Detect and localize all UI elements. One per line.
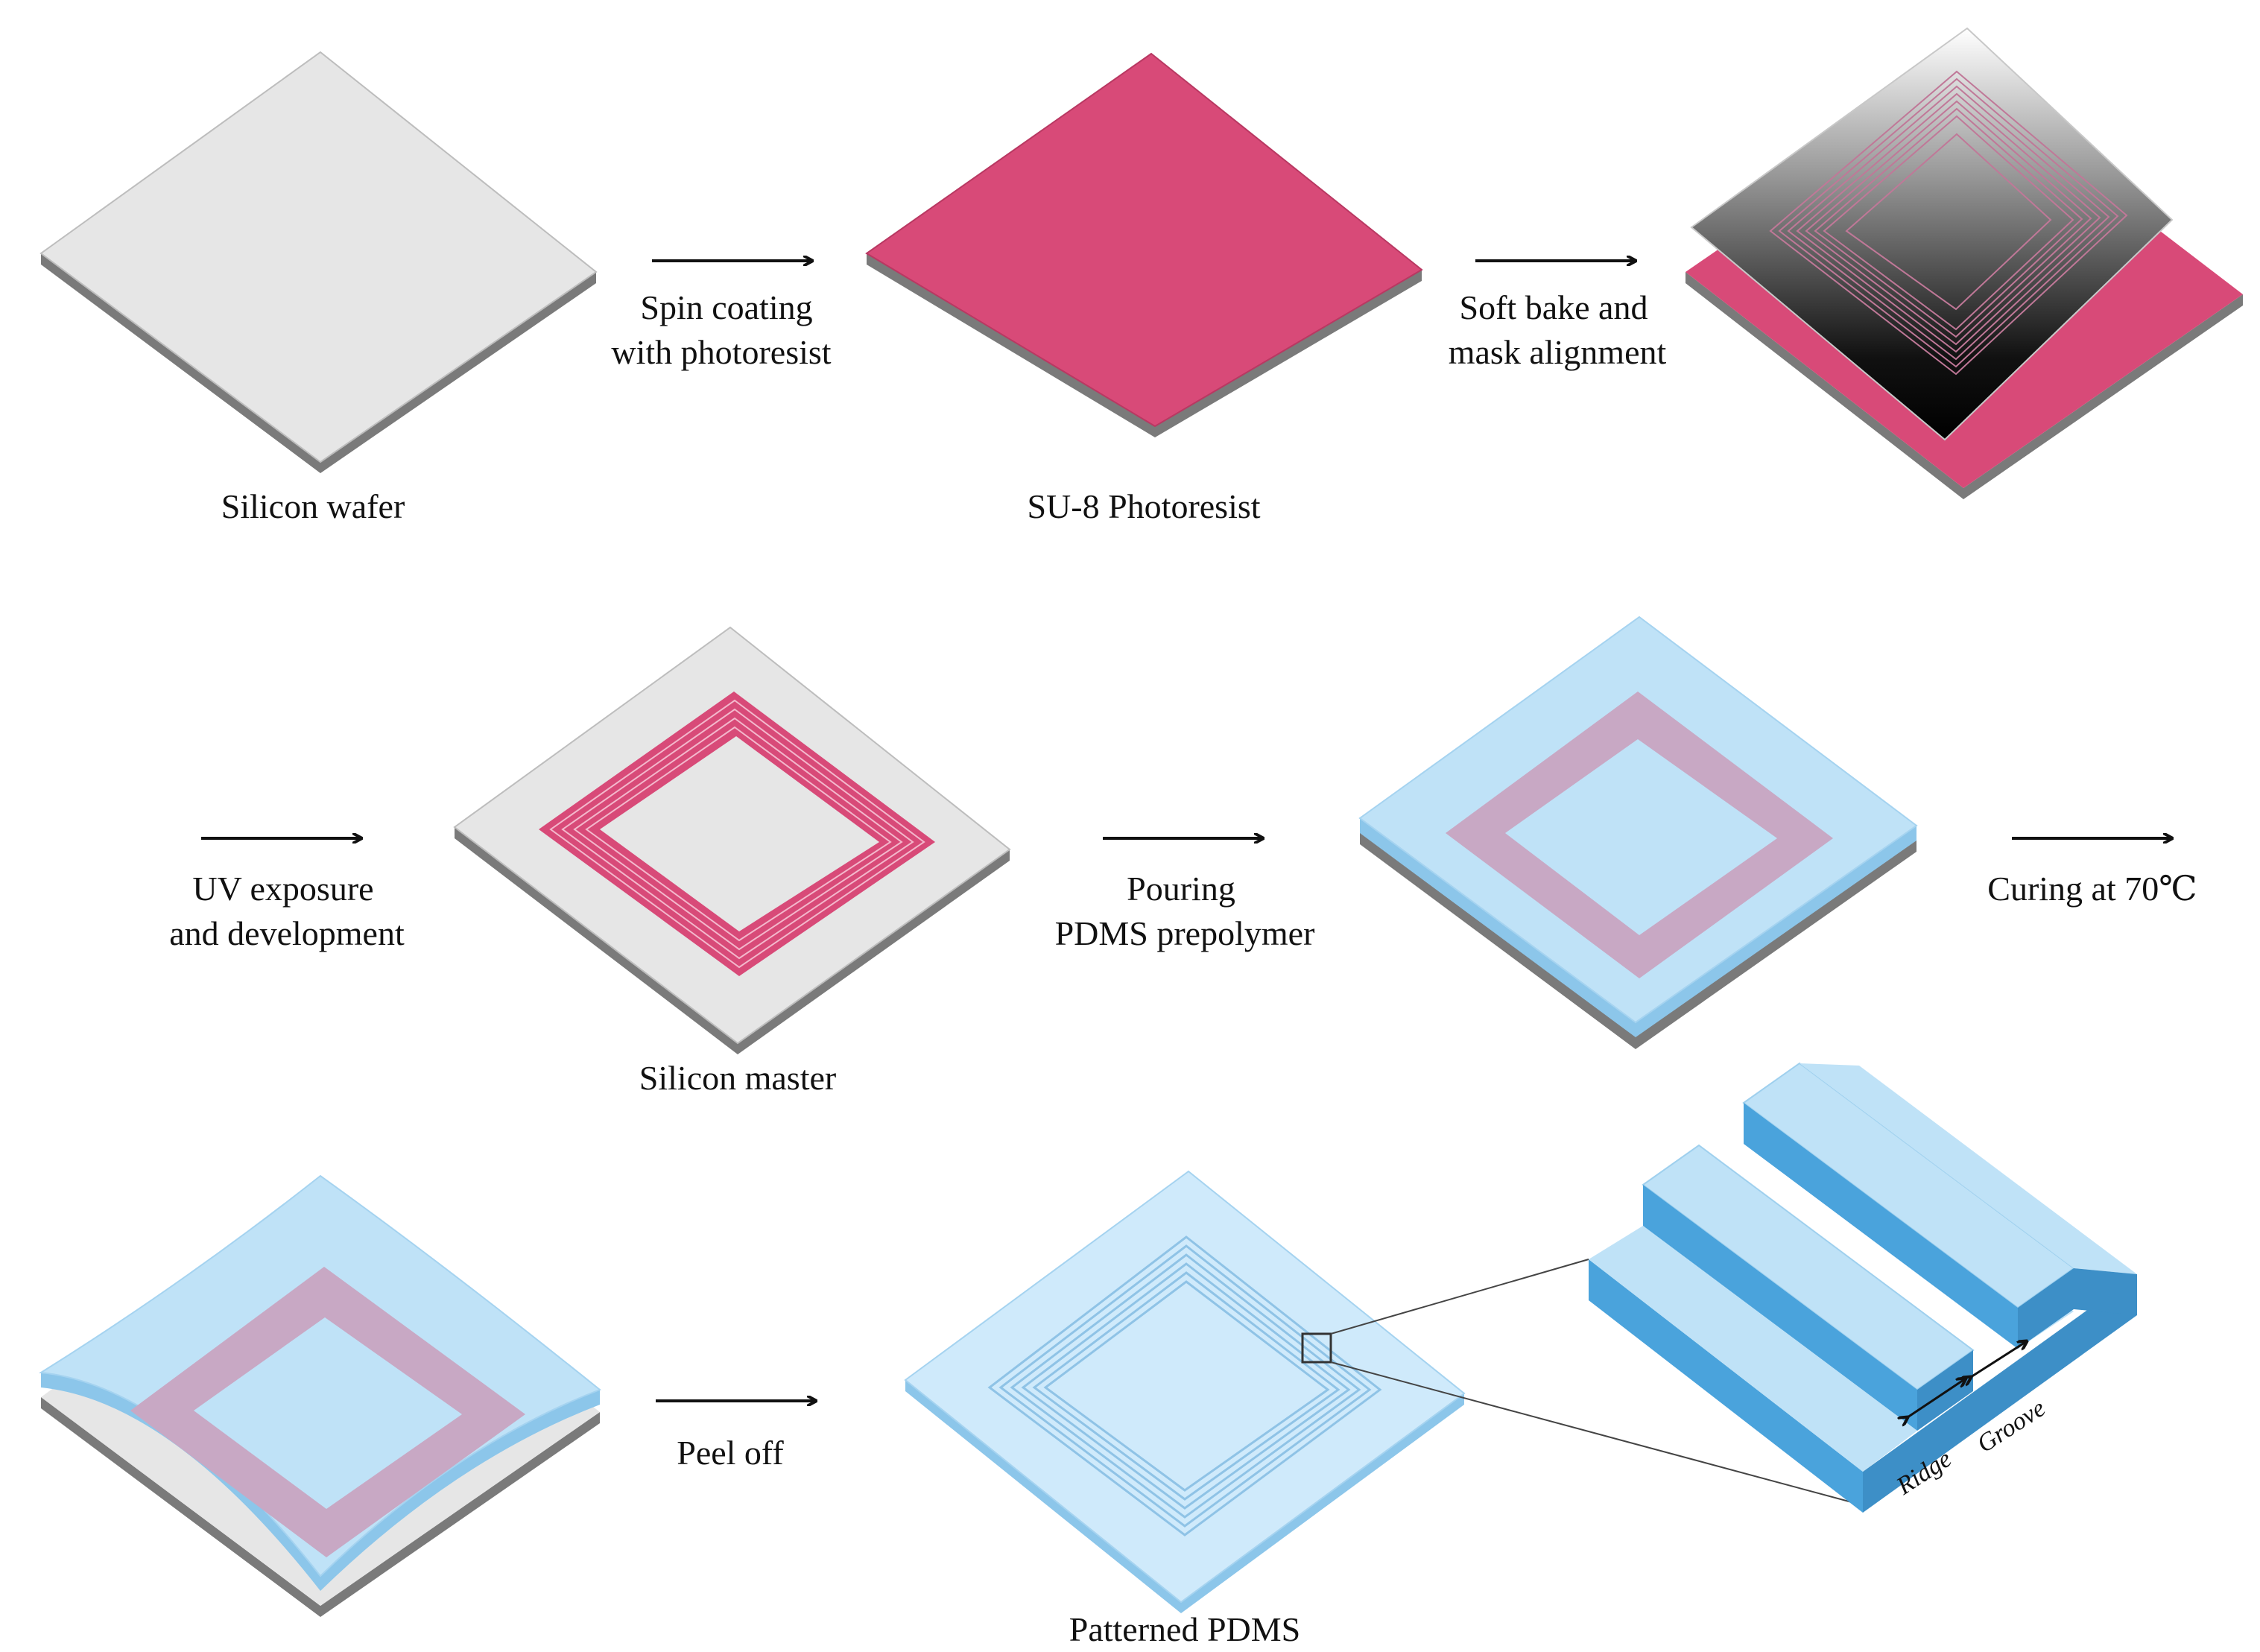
curing-label: Curing at 70℃	[1987, 870, 2197, 908]
patterned-pdms-label: Patterned PDMS	[1069, 1610, 1301, 1648]
spin-coating-label-line1: Spin coating	[640, 288, 812, 326]
mask-pattern-lines	[1769, 70, 2128, 376]
uv-exposure-label-line1: UV exposure	[192, 870, 373, 908]
pdms-channel-pattern	[987, 1235, 1382, 1537]
pdms-on-master	[1358, 615, 1918, 1049]
peel-off-label: Peel off	[677, 1434, 784, 1472]
uv-exposure-label-line2: and development	[169, 914, 405, 952]
silicon-wafer-label: Silicon wafer	[221, 487, 405, 525]
dimension-arrows	[1908, 1341, 2027, 1417]
patterned-pdms-slab	[904, 1170, 1466, 1613]
ridge-groove-detail	[1589, 1062, 2137, 1513]
spin-coating-label-line2: with photoresist	[611, 333, 831, 371]
pdms-peeling	[39, 1174, 601, 1617]
silicon-wafer-plate	[39, 51, 598, 473]
zoom-line-top	[1330, 1259, 1589, 1335]
silicon-master-label: Silicon master	[639, 1059, 836, 1097]
photomask	[1690, 27, 2174, 441]
pouring-label-line1: Pouring	[1127, 870, 1235, 908]
mask-alignment-stack	[1685, 27, 2243, 499]
pouring-label-line2: PDMS prepolymer	[1055, 914, 1315, 952]
zoom-region-box	[1301, 1332, 1332, 1364]
soft-bake-label-line1: Soft bake and	[1460, 288, 1648, 326]
soft-bake-label-line2: mask alignment	[1449, 333, 1667, 371]
zoom-line-bottom	[1330, 1361, 1864, 1506]
su8-photoresist-label: SU-8 Photoresist	[1027, 487, 1260, 525]
photoresist-plate	[865, 52, 1423, 437]
silicon-master-plate	[453, 626, 1011, 1054]
